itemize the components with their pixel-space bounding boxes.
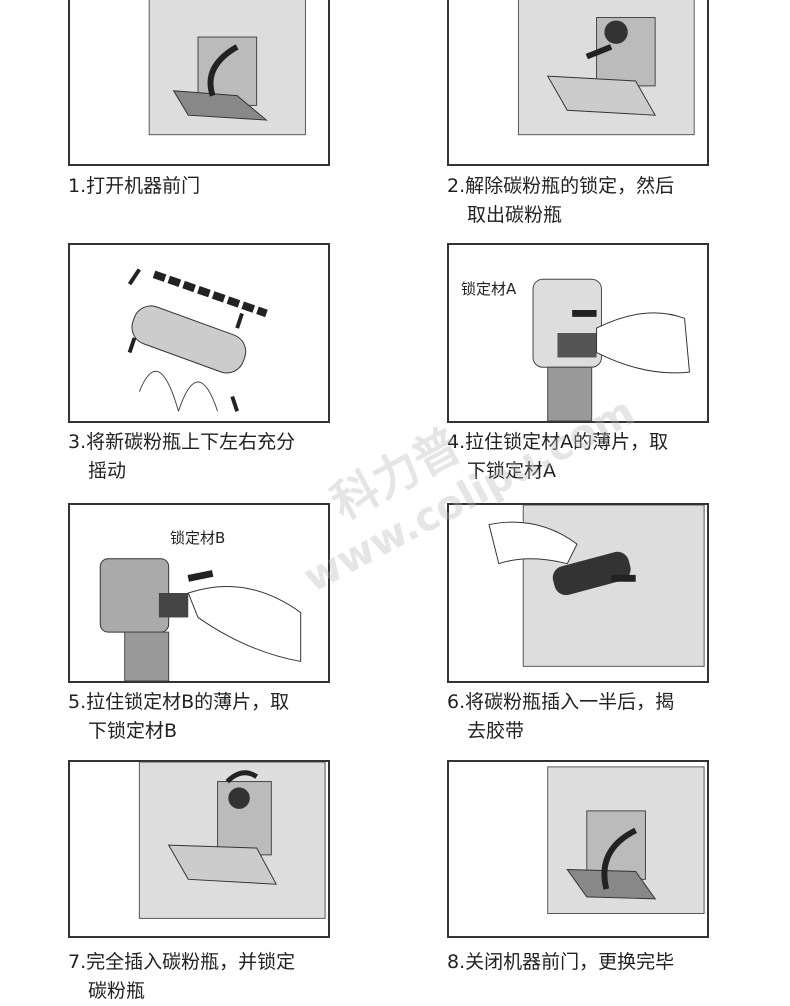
illustration-close-front-door xyxy=(447,760,709,938)
illustration-lock-toner xyxy=(68,760,330,938)
caption-line: 1.打开机器前门 xyxy=(68,175,201,197)
caption-line: 3.将新碳粉瓶上下左右充分 xyxy=(68,431,296,453)
step-6-caption: 6.将碳粉瓶插入一半后，揭去胶带 xyxy=(447,688,727,746)
caption-line: 4.拉住锁定材A的薄片，取 xyxy=(447,431,669,453)
caption-line: 摇动 xyxy=(88,460,127,482)
illustration-open-front-door xyxy=(68,0,330,166)
caption-line: 5.拉住锁定材B的薄片，取 xyxy=(68,691,290,713)
lock-b-label: 锁定材B xyxy=(168,527,228,548)
lock-a-label: 锁定材A xyxy=(459,278,519,299)
step-5-caption: 5.拉住锁定材B的薄片，取下锁定材B xyxy=(68,688,348,746)
step-8-caption: 8.关闭机器前门，更换完毕 xyxy=(447,948,727,977)
step-7-caption: 7.完全插入碳粉瓶，并锁定碳粉瓶 xyxy=(68,948,348,1006)
step-4-caption: 4.拉住锁定材A的薄片，取下锁定材A xyxy=(447,428,727,486)
caption-line: 2.解除碳粉瓶的锁定，然后 xyxy=(447,175,675,197)
caption-line: 碳粉瓶 xyxy=(88,980,146,1002)
illustration-insert-toner-half xyxy=(447,503,709,683)
caption-line: 下锁定材A xyxy=(467,460,556,482)
illustration-remove-lock-b: 锁定材B xyxy=(68,503,330,683)
caption-line: 取出碳粉瓶 xyxy=(467,204,563,226)
step-2-caption: 2.解除碳粉瓶的锁定，然后取出碳粉瓶 xyxy=(447,172,727,230)
caption-line: 下锁定材B xyxy=(88,720,178,742)
caption-line: 去胶带 xyxy=(467,720,525,742)
illustration-remove-toner xyxy=(447,0,709,166)
caption-line: 7.完全插入碳粉瓶，并锁定 xyxy=(68,951,296,973)
step-1-caption: 1.打开机器前门 xyxy=(68,172,348,201)
caption-line: 6.将碳粉瓶插入一半后，揭 xyxy=(447,691,675,713)
illustration-remove-lock-a: 锁定材A xyxy=(447,243,709,423)
caption-line: 8.关闭机器前门，更换完毕 xyxy=(447,951,675,973)
step-3-caption: 3.将新碳粉瓶上下左右充分摇动 xyxy=(68,428,348,486)
illustration-shake-toner xyxy=(68,243,330,423)
